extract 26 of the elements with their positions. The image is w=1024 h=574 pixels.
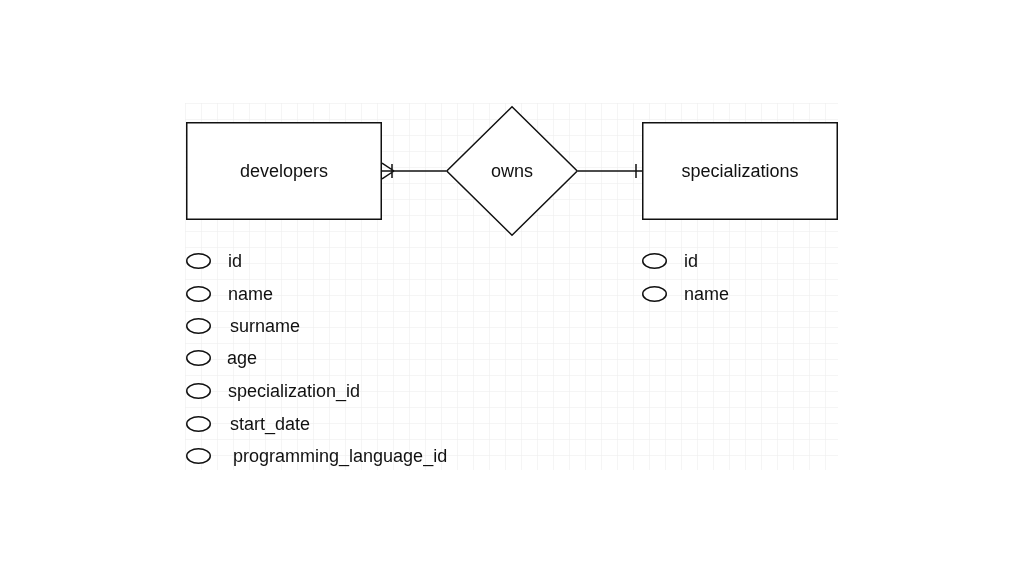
attribute-ellipse	[642, 286, 667, 302]
attribute-label: name	[228, 284, 274, 304]
attribute-label: age	[227, 348, 258, 368]
entity-box	[186, 122, 382, 220]
relationship-line	[577, 163, 643, 179]
attribute-ellipse	[186, 253, 211, 269]
node-label: developers	[239, 160, 329, 182]
attribute-ellipse	[186, 448, 211, 464]
attribute-label: programming_language_id	[233, 446, 448, 466]
attribute-label: surname	[230, 316, 301, 336]
node-label: specializations	[681, 160, 799, 182]
attribute-ellipse	[186, 286, 211, 302]
attribute-label: start_date	[230, 414, 311, 434]
attribute-ellipse	[186, 383, 211, 399]
attribute-ellipse	[186, 416, 211, 432]
entity-box	[642, 122, 838, 220]
attribute-ellipse	[642, 253, 667, 269]
attribute-ellipse	[186, 350, 211, 366]
relationship-line	[381, 162, 447, 180]
attribute-label: id	[228, 251, 242, 271]
attribute-ellipse	[186, 318, 211, 334]
relationship-diamond	[446, 106, 578, 236]
attribute-label: name	[684, 284, 730, 304]
node-label: owns	[491, 160, 533, 182]
attribute-label: specialization_id	[228, 381, 361, 401]
attribute-label: id	[684, 251, 698, 271]
